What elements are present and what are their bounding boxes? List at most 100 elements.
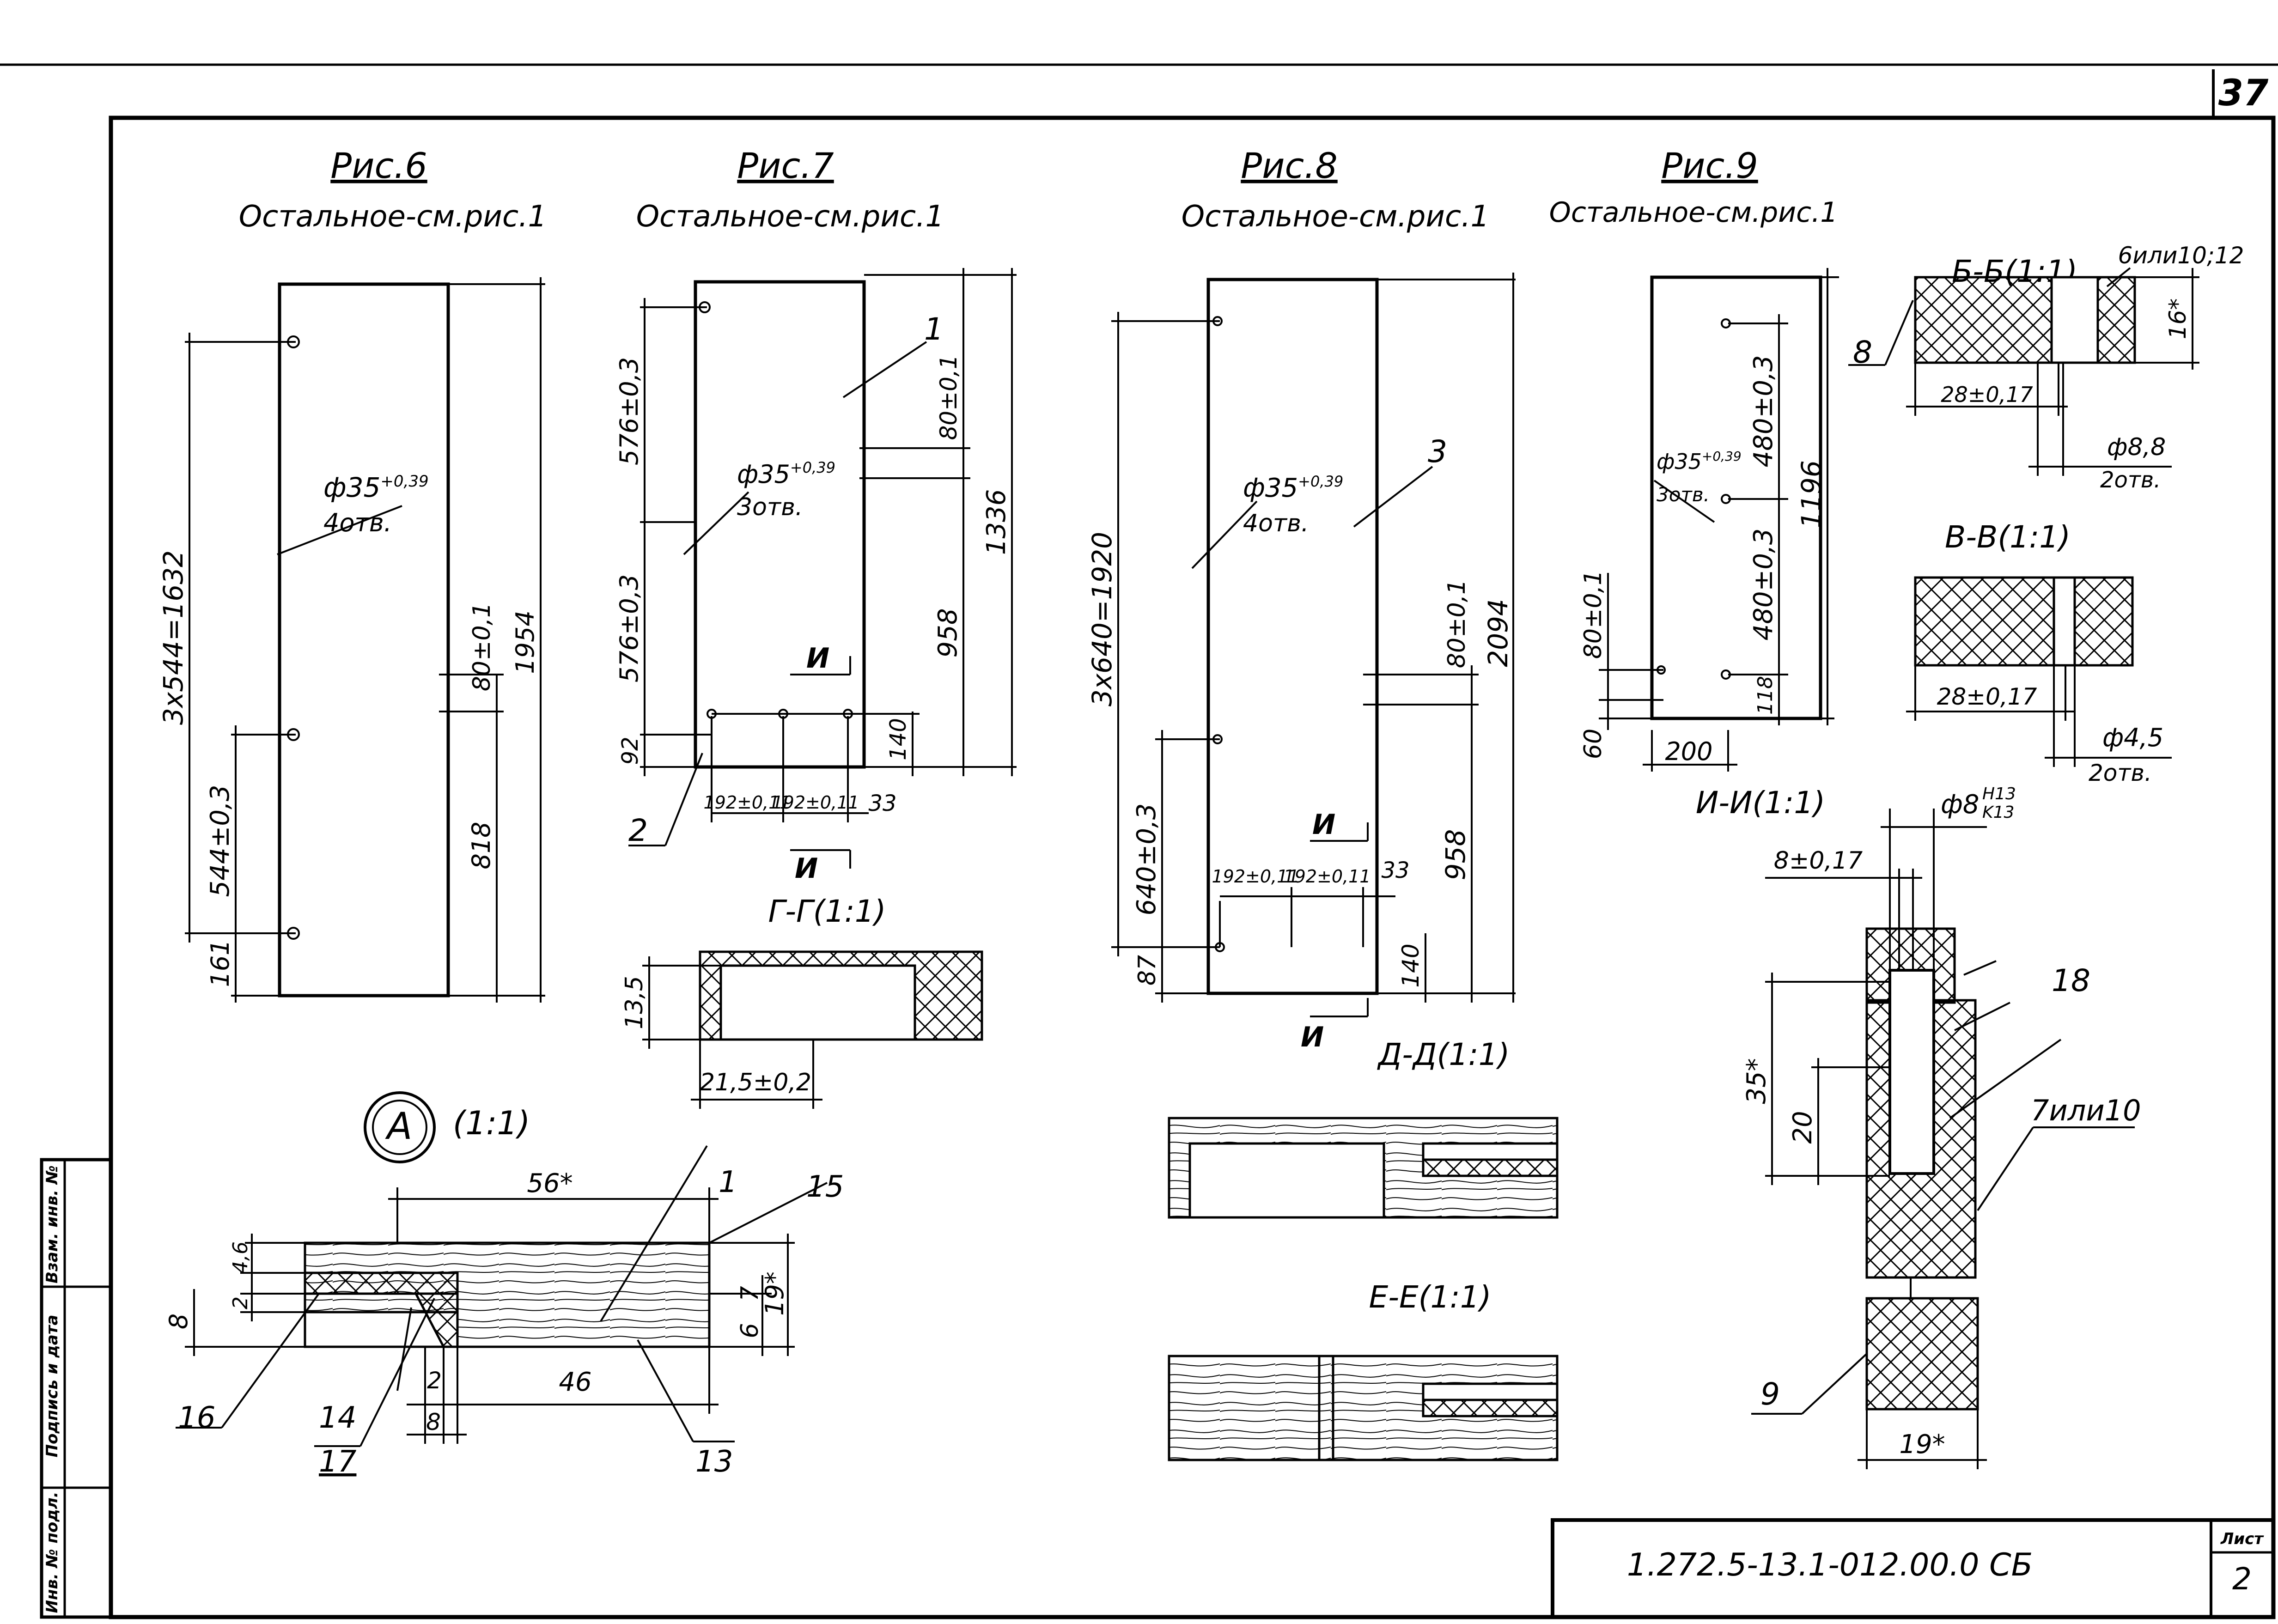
detail-a-lower-cavity xyxy=(304,1311,459,1348)
fig8-hole-dia-value: ф35 xyxy=(1243,473,1298,503)
section-bb-dim-lines xyxy=(1848,267,2199,476)
detail-a-dim-19: 19* xyxy=(760,1271,789,1316)
detail-a-callout-circle-inner xyxy=(372,1100,427,1155)
fig6-note: Остальное-см.рис.1 xyxy=(239,200,547,234)
fig6-dim-pitch: 544±0,3 xyxy=(205,785,235,897)
section-ii-dim-8: 8±0,17 xyxy=(1774,847,1863,875)
section-vv-body xyxy=(1914,576,2055,667)
detail-a-strip xyxy=(304,1271,459,1295)
fig7-hole-count: 3отв. xyxy=(737,493,803,521)
section-ii-lower-block xyxy=(1865,1297,1979,1411)
detail-a-dim-7: 7 xyxy=(736,1286,764,1301)
fig8-dim-offset: 80±0,1 xyxy=(1443,579,1471,668)
section-vv-title: В-В(1:1) xyxy=(1945,519,2071,555)
section-bb-holes: 2отв. xyxy=(2100,467,2161,493)
fig6-dim-span: 3x544=1632 xyxy=(158,550,189,725)
fig8-dim-140: 140 xyxy=(1397,943,1424,987)
section-ii-hole: ф8 xyxy=(1941,790,1980,820)
fig7-dim-total: 1336 xyxy=(981,489,1011,555)
section-ii-pos-18: 18 xyxy=(2052,963,2090,998)
detail-a-dim-8b: 8 xyxy=(426,1409,441,1435)
fig8-cut-label-top: И xyxy=(1312,809,1335,841)
detail-a-pos-1: 1 xyxy=(719,1165,737,1199)
detail-a-label: А xyxy=(385,1105,413,1148)
section-ii-pin xyxy=(1888,969,1935,1175)
detail-a-dim-lines xyxy=(176,1145,828,1447)
fig6-hole-dia-value: ф35 xyxy=(323,472,380,503)
section-bb-dim-28: 28±0,17 xyxy=(1941,382,2033,407)
fig7-hole-dia-value: ф35 xyxy=(737,460,790,489)
fig6-title: Рис.6 xyxy=(330,145,427,186)
fig9-dim-total: 1196 xyxy=(1796,460,1827,529)
fig9-hole-dia-value: ф35 xyxy=(1657,449,1702,474)
detail-a-pos-17: 17 xyxy=(319,1445,357,1479)
detail-a: А (1:1) 56* 1 xyxy=(164,1091,844,1479)
section-ii-fit-top: H13 xyxy=(1982,785,2016,803)
section-gg-cavity xyxy=(719,964,916,1041)
fig6-hole-count: 4отв. xyxy=(323,508,392,537)
fig8-hole-tol: +0,39 xyxy=(1298,473,1343,490)
fig9-dim-60: 60 xyxy=(1579,729,1607,759)
fig8-note: Остальное-см.рис.1 xyxy=(1182,200,1489,234)
section-ee: Е-Е(1:1) xyxy=(1168,1279,1559,1461)
section-vv-end xyxy=(2073,576,2134,667)
side-stamp: Взам. инв. № Подпись и дата Инв. № подл. xyxy=(40,1158,113,1619)
fig6-hole-tol: +0,39 xyxy=(380,472,428,491)
fig9-dim-upper: 480±0,3 xyxy=(1748,355,1779,468)
fig8-cut-label-bottom: И xyxy=(1301,1021,1324,1053)
fig8-dim-33: 33 xyxy=(1381,858,1409,883)
fig9-dim-118: 118 xyxy=(1754,676,1777,715)
fig9-dimension-lines xyxy=(1599,268,1834,772)
fig6-hole-dia: ф35+0,39 xyxy=(323,472,429,503)
section-vv-slot xyxy=(2053,576,2076,667)
section-bb-end xyxy=(2096,276,2136,364)
fig7-dimension-lines xyxy=(628,268,1017,869)
section-gg-title: Г-Г(1:1) xyxy=(768,894,886,929)
fig7-title: Рис.7 xyxy=(737,145,834,186)
section-vv: В-В(1:1) 28±0,17 ф4,5 2отв. xyxy=(1906,519,2172,786)
fig7-cut-label-top: И xyxy=(806,642,829,675)
section-dd-strip xyxy=(1422,1158,1559,1177)
detail-a-dim-56: 56* xyxy=(527,1168,573,1198)
fig9-dim-mid: 480±0,3 xyxy=(1748,529,1779,641)
section-gg-dim-lines xyxy=(642,956,822,1109)
fig7-panel xyxy=(694,280,866,769)
section-gg: Г-Г(1:1) 13,5 21,5±0,2 xyxy=(621,894,983,1109)
detail-a-dim-2b: 2 xyxy=(427,1367,442,1394)
detail-a-dim-46v: 4,6 xyxy=(229,1241,252,1274)
section-ii-pos-7: 7или10 xyxy=(2031,1094,2141,1127)
fig7-hole-dia: ф35+0,39 xyxy=(737,459,835,489)
fig7-dim-mid: 576±0,3 xyxy=(615,574,644,682)
sheet-frame xyxy=(0,63,2278,1619)
section-ii-dim-35: 35* xyxy=(1742,1058,1772,1104)
fig6-holes xyxy=(287,335,300,940)
fig8-holes xyxy=(1212,316,1225,952)
fig7-dim-upper: 576±0,3 xyxy=(615,357,644,465)
section-bb-dim-16: 16* xyxy=(2164,298,2191,340)
fig8-dimension-lines xyxy=(1111,273,1514,1017)
section-bb: Б-Б(1:1) 6или10;12 8 16* 28±0,17 ф8,8 2о… xyxy=(1848,242,2244,493)
section-vv-holes: 2отв. xyxy=(2089,760,2152,786)
fig8-pos-3: 3 xyxy=(1428,434,1447,469)
section-ii-hole-value: ф8 xyxy=(1941,790,1980,820)
figure-8: Рис.8 Остальное-см.рис.1 xyxy=(1086,145,1516,1053)
fig9-title: Рис.9 xyxy=(1661,145,1758,186)
sheet-number: 37 xyxy=(2218,73,2269,114)
fig9-dim-200: 200 xyxy=(1665,737,1712,766)
section-ii-pos-9: 9 xyxy=(1760,1376,1780,1412)
section-vv-dim-lines xyxy=(1906,665,2172,767)
section-ee-strip xyxy=(1422,1399,1559,1417)
section-bb-body xyxy=(1914,276,2058,364)
title-block xyxy=(1551,1518,2275,1619)
detail-a-dim-2: 2 xyxy=(229,1296,252,1309)
figure-7: Рис.7 Остальное-см.рис.1 1 2 xyxy=(615,145,1017,885)
section-ii-dim-19: 19* xyxy=(1899,1429,1945,1460)
detail-a-pos-14: 14 xyxy=(319,1401,356,1435)
fig8-dim-span: 3x640=1920 xyxy=(1086,532,1118,706)
fig8-title: Рис.8 xyxy=(1241,145,1338,186)
figure-9: Рис.9 Остальное-см.рис.1 ф35+0,39 3отв. … xyxy=(1549,145,1839,772)
detail-a-scale: (1:1) xyxy=(453,1104,530,1142)
detail-a-dim-8: 8 xyxy=(164,1314,193,1329)
fig6-dim-bottom: 161 xyxy=(206,939,235,987)
document-designation: 1.272.5-13.1-012.00.0 СБ xyxy=(1627,1547,2033,1583)
